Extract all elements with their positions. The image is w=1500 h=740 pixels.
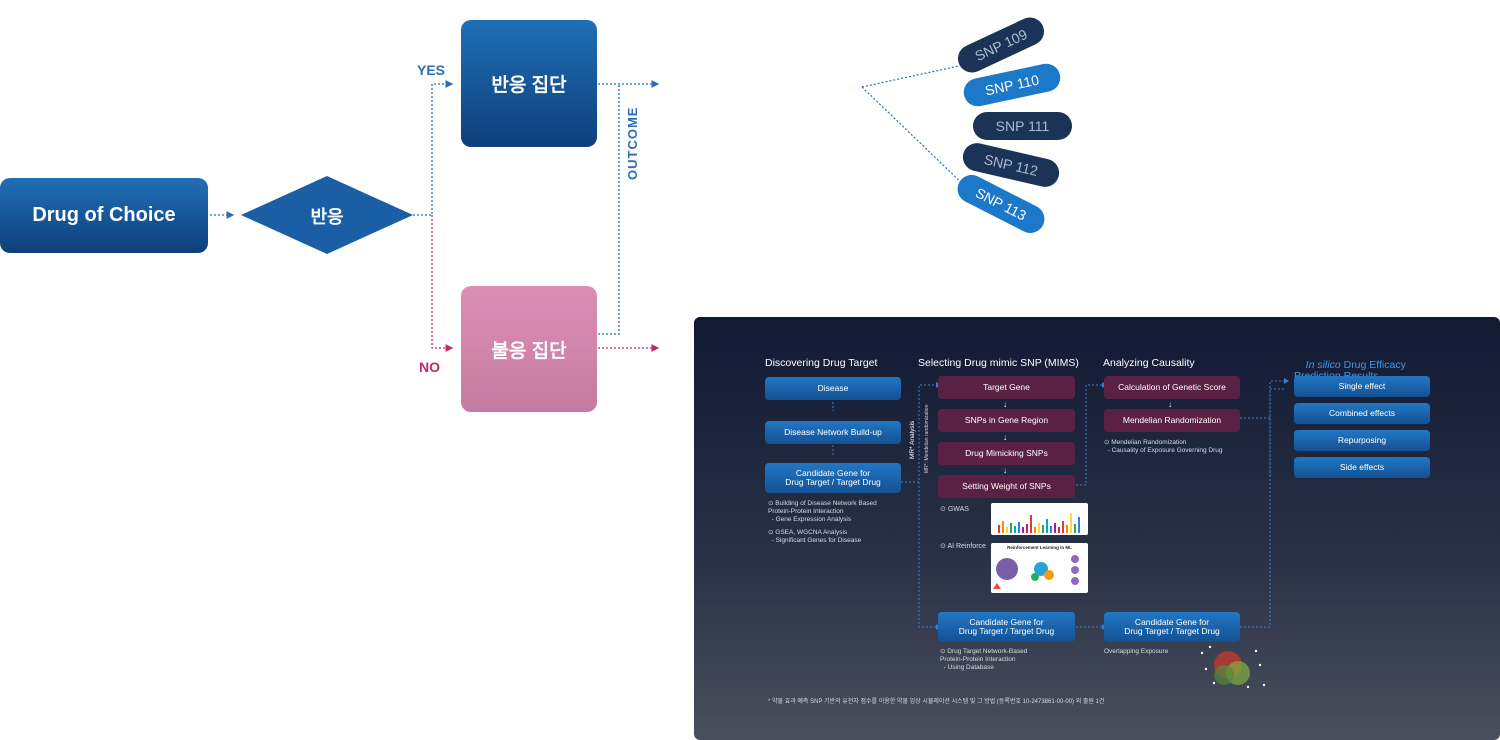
mr-footnote-label: MR*: Mendelian randomization: [924, 404, 930, 473]
down-arrow: ↓: [1003, 400, 1007, 409]
ai-reinforce-label: ⊙ AI Reinforce: [940, 543, 986, 550]
step-setting-weight: Setting Weight of SNPs: [938, 475, 1075, 498]
col4-title-italic: In silico: [1305, 359, 1341, 372]
gwas-label: ⊙ GWAS: [940, 506, 969, 513]
gwas-manhattan-plot: [991, 503, 1088, 535]
drug-of-choice-box: Drug of Choice: [0, 178, 208, 253]
col2-candidate-gene: Candidate Gene for Drug Target / Target …: [938, 612, 1075, 642]
reinforcement-learning-figure: Reinforcement Learning in ML: [991, 543, 1088, 593]
mr-analysis-label: MR* Analysis: [909, 420, 916, 459]
step-candidate-gene: Candidate Gene for Drug Target / Target …: [765, 463, 901, 493]
col2-title: Selecting Drug mimic SNP (MIMS): [918, 357, 1079, 369]
col2-bottom-note: ⊙ Drug Target Network-Based Protein-Prot…: [940, 648, 1028, 672]
decision-label: 반응: [310, 207, 344, 227]
col1-note-1: ⊙ Building of Disease Network Based Prot…: [768, 500, 877, 524]
panel-footnote: * 약물 효과 예측 SNP 기반의 유전자 점수를 이용한 약물 임상 시뮬레…: [768, 699, 1105, 705]
drug-efficacy-panel: Discovering Drug Target Disease Disease …: [694, 317, 1500, 740]
step-genetic-score: Calculation of Genetic Score: [1104, 376, 1240, 399]
step-mendelian-randomization: Mendelian Randomization: [1104, 409, 1240, 432]
step-target-gene: Target Gene: [938, 376, 1075, 399]
result-single-effect: Single effect: [1294, 376, 1430, 397]
result-combined-effects: Combined effects: [1294, 403, 1430, 424]
down-arrow: ↓: [1168, 400, 1172, 409]
col1-title: Discovering Drug Target: [765, 357, 878, 369]
no-label: NO: [419, 359, 440, 375]
decision-diamond: [241, 176, 413, 254]
col3-title: Analyzing Causality: [1103, 357, 1195, 369]
col3-bottom-note: Overlapping Exposure: [1104, 648, 1169, 655]
step-disease: Disease: [765, 377, 901, 400]
step-drug-mimicking-snps: Drug Mimicking SNPs: [938, 442, 1075, 465]
result-side-effects: Side effects: [1294, 457, 1430, 478]
col1-note-2: ⊙ GSEA, WGCNA Analysis - Significant Gen…: [768, 529, 862, 545]
down-arrow: ↓: [1003, 466, 1007, 475]
rl-title: Reinforcement Learning in ML: [1007, 545, 1072, 550]
yes-label: YES: [417, 62, 446, 78]
snp-pill: SNP 111: [973, 112, 1072, 140]
step-network-buildup: Disease Network Build-up: [765, 421, 901, 444]
result-repurposing: Repurposing: [1294, 430, 1430, 451]
outcome-label: OUTCOME: [625, 106, 640, 180]
nonresponder-group-box: 불응 집단: [461, 286, 597, 412]
down-arrow: ↓: [1003, 433, 1007, 442]
col3-note: ⊙ Mendelian Randomization - Causality of…: [1104, 439, 1223, 455]
step-snps-gene-region: SNPs in Gene Region: [938, 409, 1075, 432]
responder-group-box: 반응 집단: [461, 20, 597, 147]
overlap-venn-figure: [1200, 645, 1266, 689]
col3-candidate-gene: Candidate Gene for Drug Target / Target …: [1104, 612, 1240, 642]
